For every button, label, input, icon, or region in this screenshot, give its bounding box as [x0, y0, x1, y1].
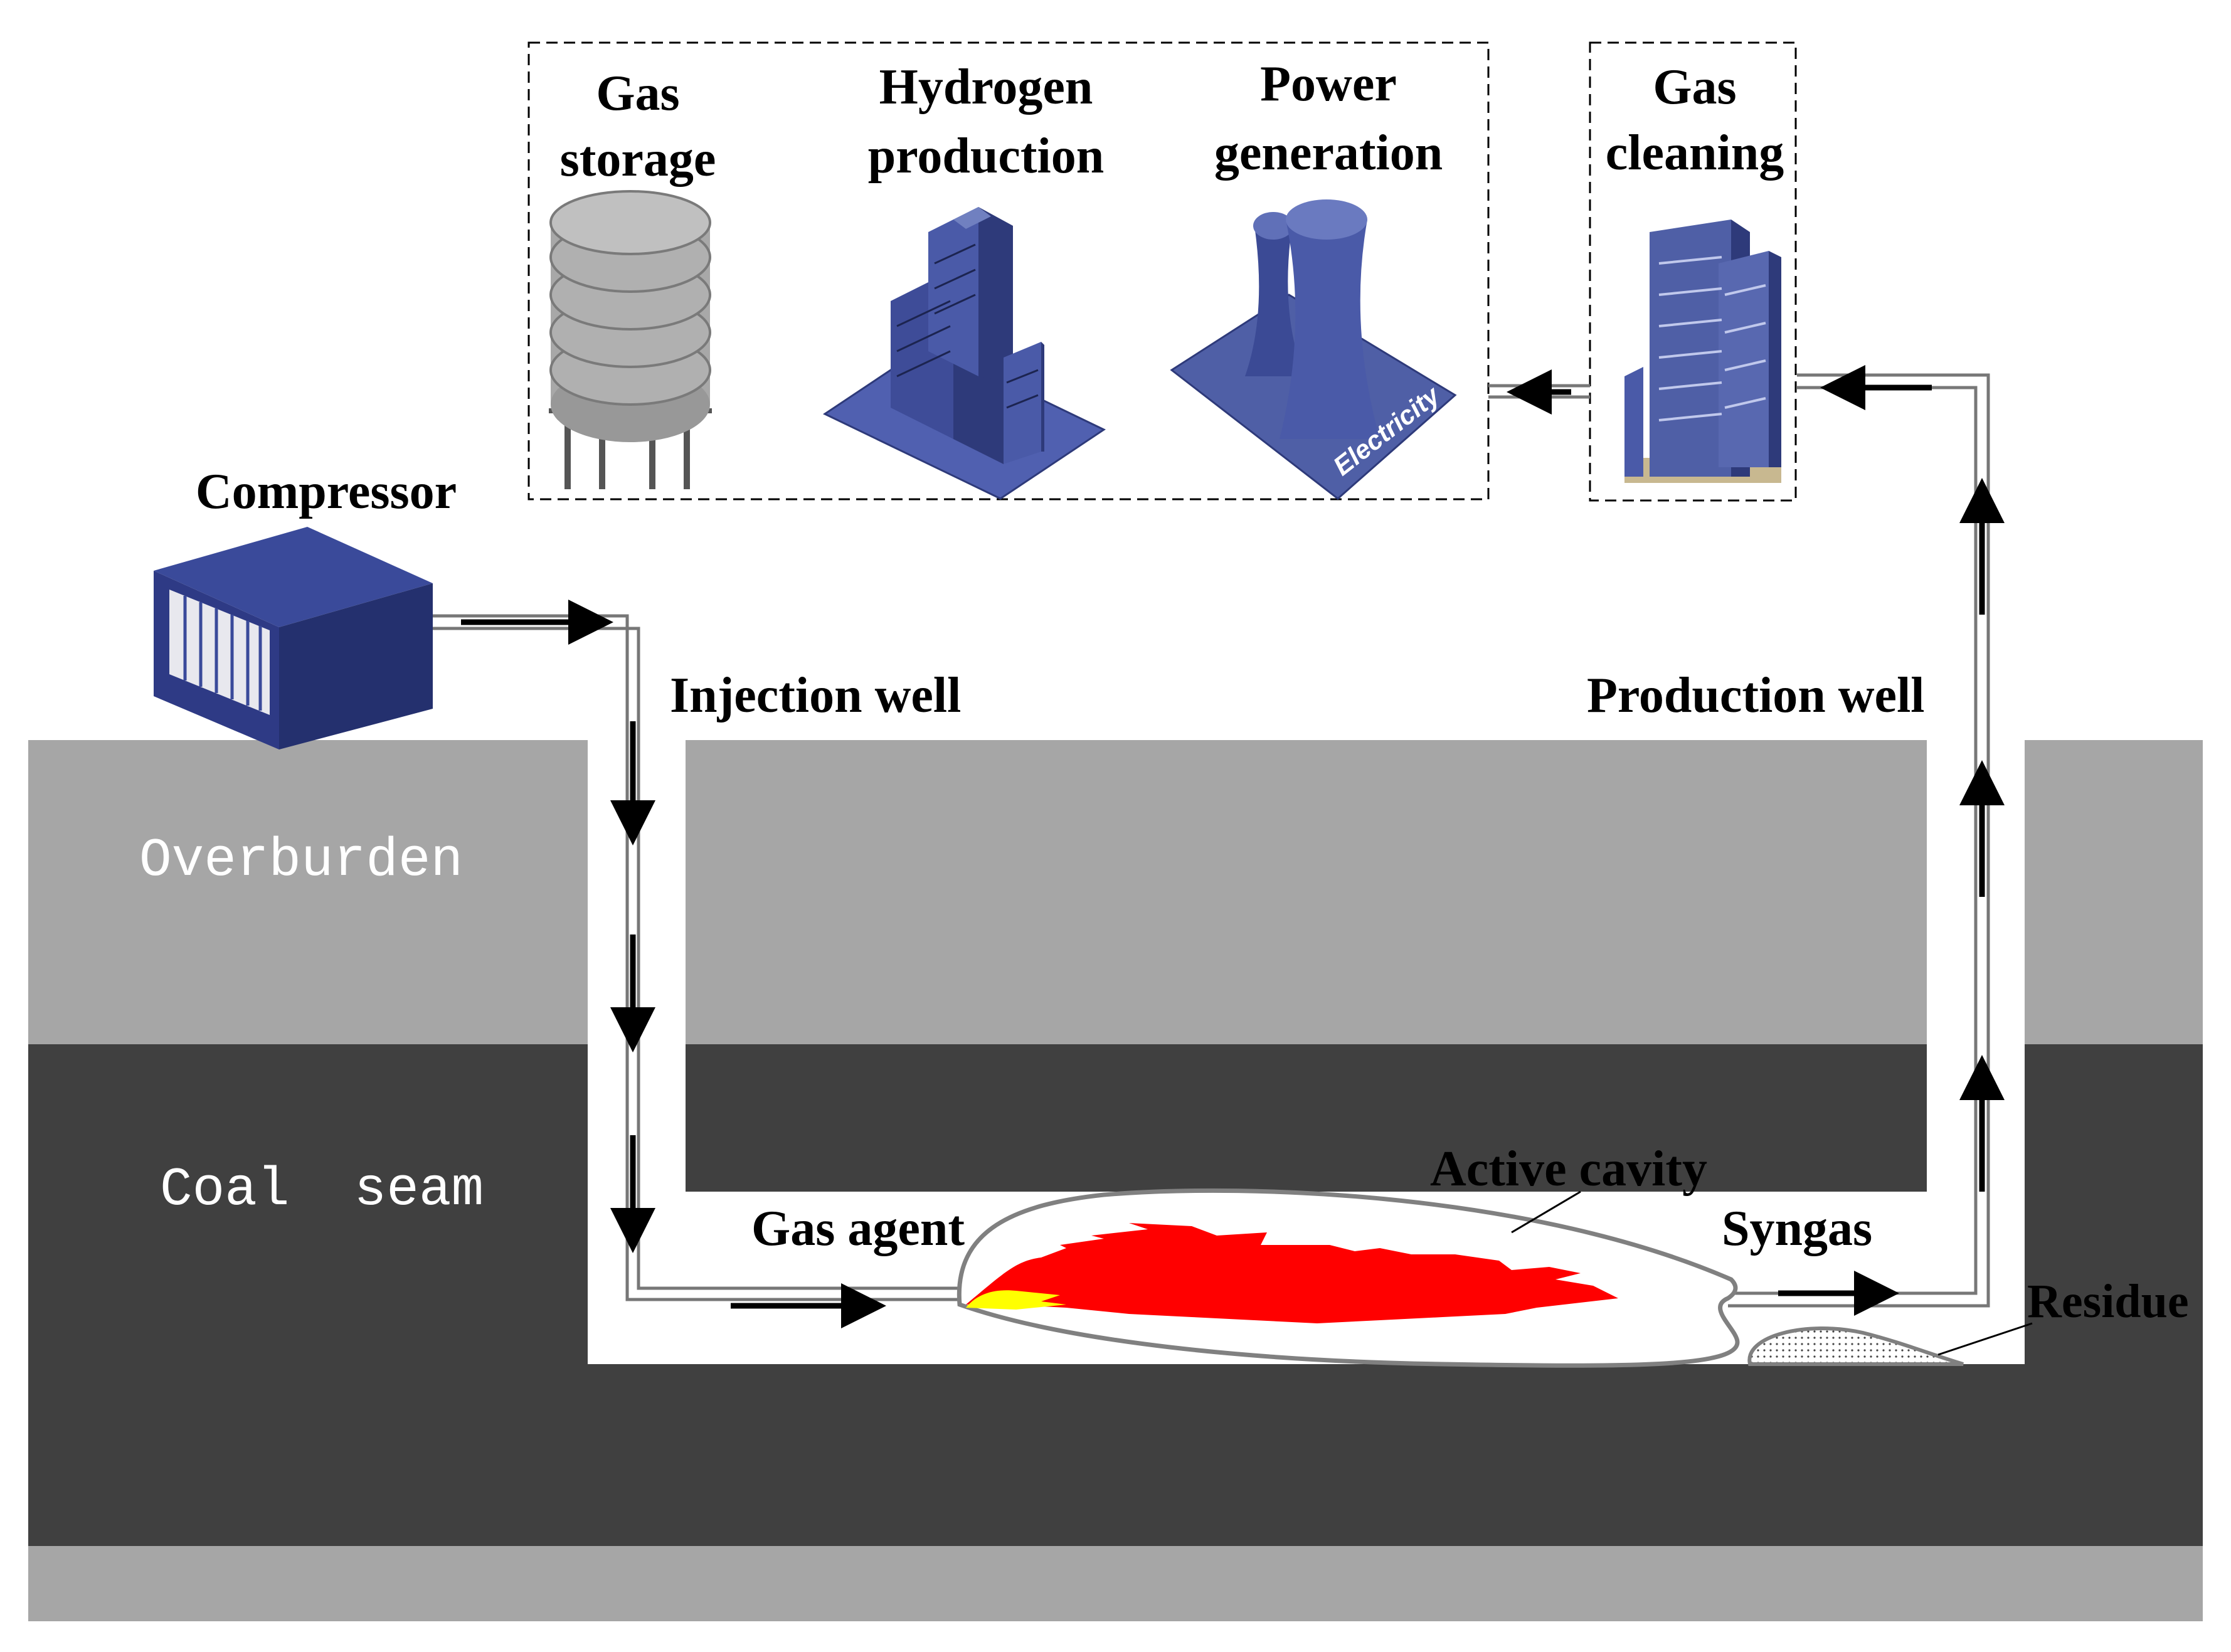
production-well-label: Production well — [1587, 668, 1925, 723]
hydrogen-label-1: Hydrogen — [879, 60, 1093, 115]
flow-arrows — [461, 365, 2005, 1328]
cleaning-label-1: Gas — [1653, 60, 1736, 115]
hydrogen-plant-icon — [822, 207, 1106, 500]
gas-storage-label-1: Gas — [596, 66, 679, 121]
gas-agent-label: Gas agent — [751, 1201, 965, 1256]
overburden-layer — [28, 740, 2203, 1047]
flame-core — [966, 1290, 1066, 1310]
gas-storage-icon — [549, 190, 712, 489]
power-plant-icon: Electricity — [1170, 199, 1457, 500]
bottom-layer — [28, 1546, 2203, 1621]
residue-pointer — [1937, 1322, 2033, 1356]
compressor-label: Compressor — [196, 464, 457, 519]
active-cavity-label: Active cavity — [1430, 1141, 1707, 1197]
power-label-2: generation — [1214, 125, 1443, 181]
gas-cleaning-icon — [1624, 220, 1781, 483]
cleaning-box — [1589, 41, 1797, 502]
injection-well-label: Injection well — [670, 668, 961, 723]
residue-label: Residue — [2027, 1275, 2189, 1328]
syngas-label: Syngas — [1722, 1201, 1872, 1256]
utilization-box — [527, 41, 1490, 500]
gas-storage-label-2: storage — [560, 132, 716, 187]
cleaning-label-2: cleaning — [1606, 125, 1784, 181]
overburden-label: Overburden — [139, 830, 463, 891]
power-label-1: Power — [1260, 56, 1397, 112]
residue-mound — [1747, 1326, 1964, 1366]
hydrogen-label-2: production — [868, 129, 1104, 184]
active-cavity-pointer — [1511, 1190, 1581, 1234]
compressor-icon — [154, 527, 433, 749]
well-corridor — [588, 737, 2025, 1364]
active-cavity — [957, 1188, 1740, 1368]
flame — [966, 1223, 1618, 1323]
coal-seam-label: Coal seam — [160, 1159, 484, 1220]
